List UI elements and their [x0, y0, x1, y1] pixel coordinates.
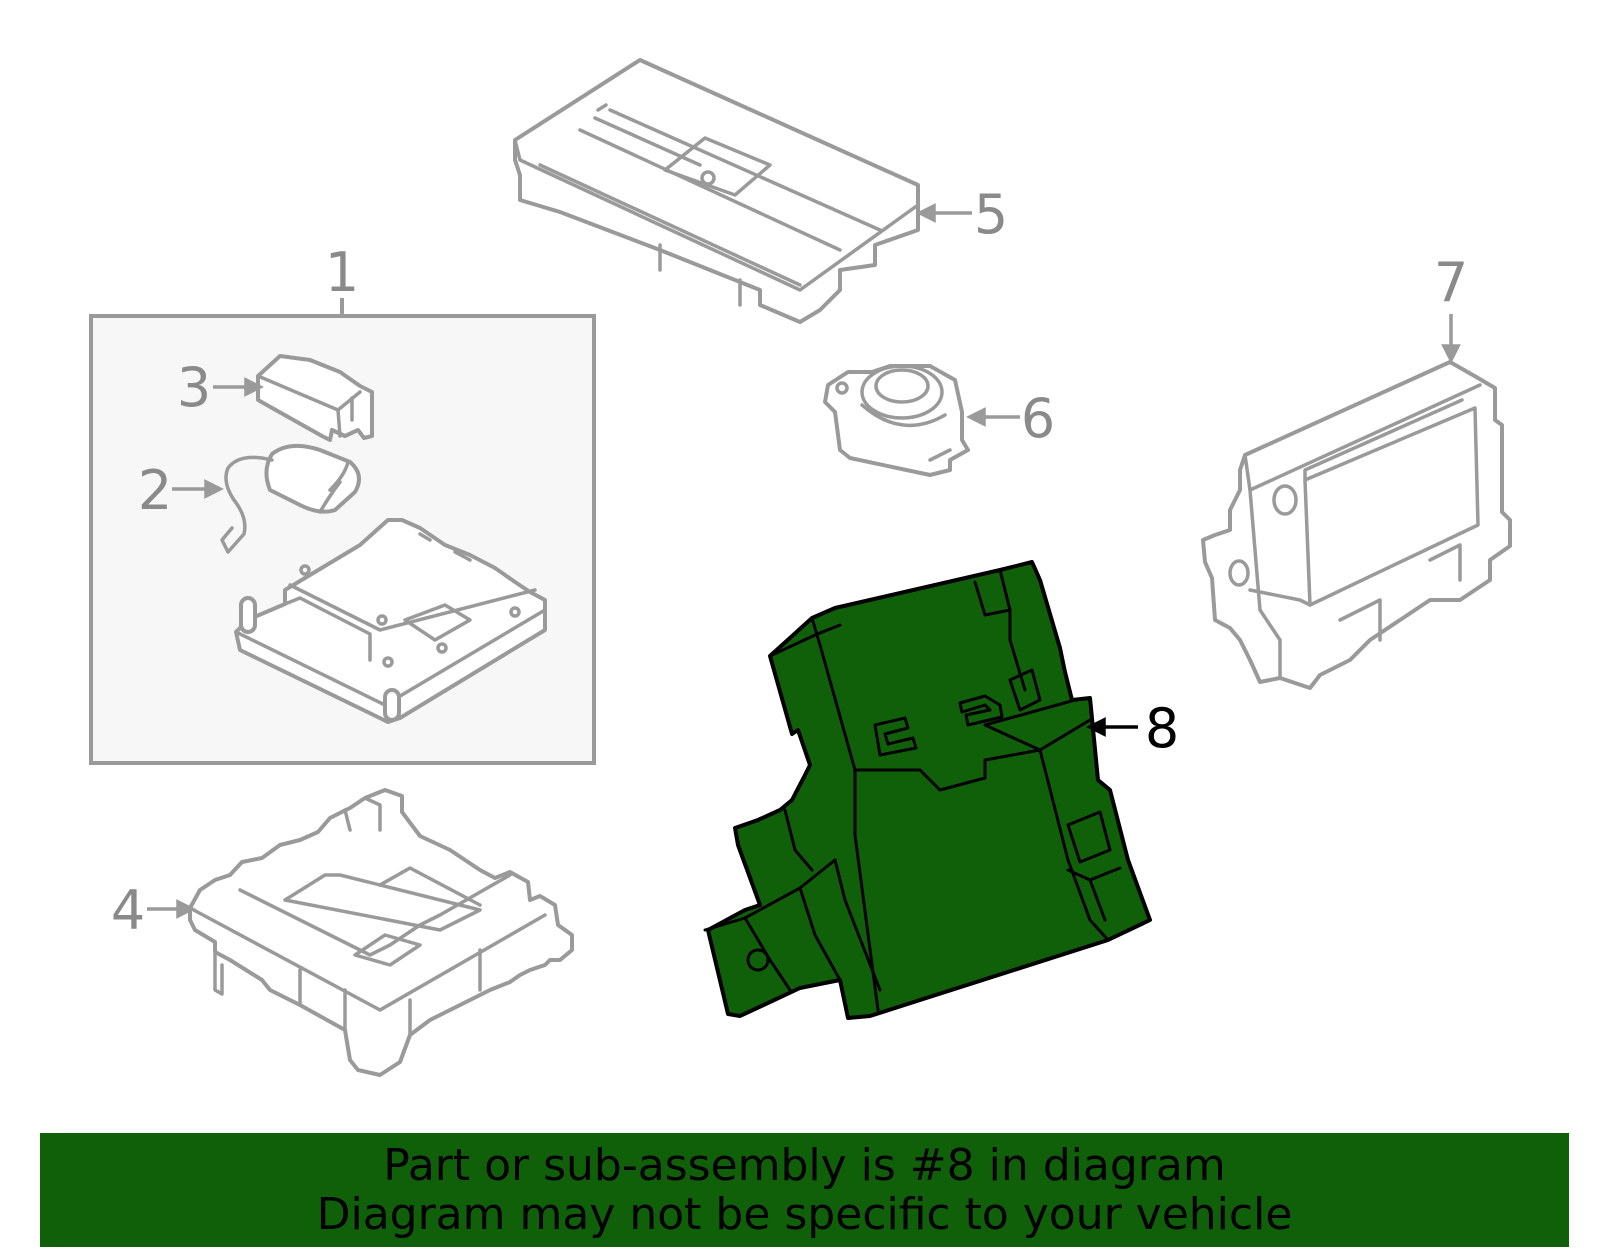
callout-arrow-8 — [1086, 717, 1138, 737]
part-1-main-module — [234, 518, 547, 724]
banner-line-1: Part or sub-assembly is #8 in diagram — [383, 1140, 1226, 1191]
callout-number-6: 6 — [1021, 387, 1055, 450]
arrowhead-4 — [176, 899, 196, 919]
part-6-round-component — [823, 364, 970, 477]
part-4-bracket — [188, 788, 574, 1077]
callout-number-8: 8 — [1145, 697, 1179, 760]
arrowhead-8 — [1086, 717, 1106, 737]
callout-number-4: 4 — [111, 879, 145, 942]
arrowhead-3 — [244, 377, 264, 397]
arrowhead-7 — [1441, 344, 1461, 364]
part-8-highlighted-module — [703, 560, 1152, 1020]
part-7-module — [1201, 360, 1512, 690]
arrowhead-6 — [966, 407, 986, 427]
part-3-connector — [256, 354, 374, 442]
banner-line-2: Diagram may not be specific to your vehi… — [316, 1189, 1293, 1240]
part-2-sensor — [220, 443, 361, 554]
callout-number-7: 7 — [1434, 251, 1468, 314]
callout-number-2: 2 — [138, 459, 172, 522]
arrowhead-5 — [916, 203, 936, 223]
arrowhead-2 — [204, 479, 224, 499]
callout-number-5: 5 — [974, 183, 1008, 246]
callout-number-1: 1 — [325, 241, 359, 304]
info-banner: Part or sub-assembly is #8 in diagram Di… — [40, 1133, 1569, 1247]
part-5-tray-cover — [513, 58, 920, 324]
callout-number-3: 3 — [177, 356, 211, 419]
callout-arrows — [147, 203, 1461, 919]
